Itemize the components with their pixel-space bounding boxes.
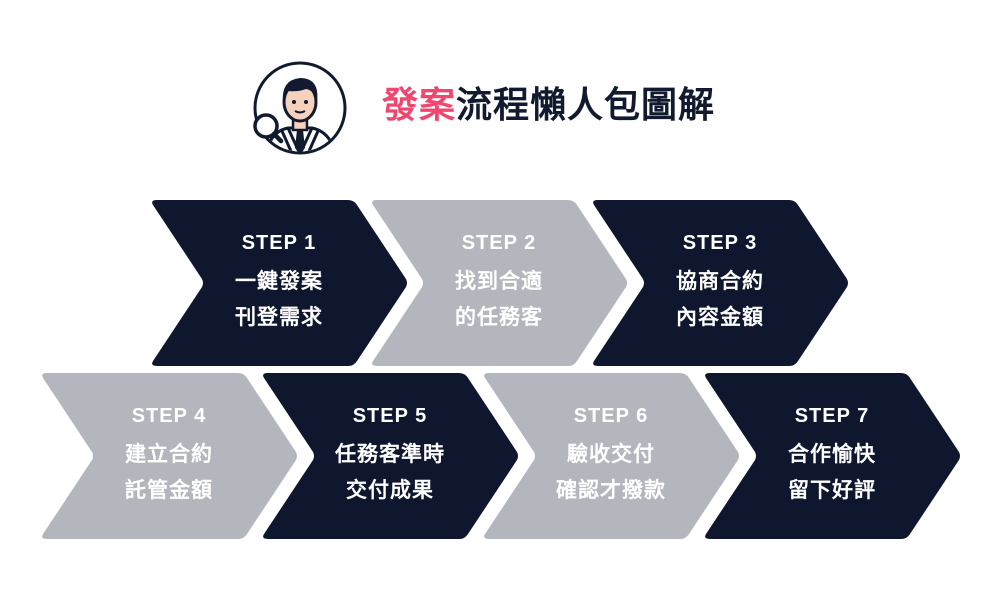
- step-line-1: 建立合約: [125, 441, 213, 466]
- step-2-chevron: STEP 2 找到合適的任務客: [370, 200, 628, 366]
- step-text: STEP 2 找到合適的任務客: [400, 200, 598, 366]
- step-text: STEP 5 任務客準時交付成果: [291, 373, 489, 539]
- step-line-2: 確認才撥款: [556, 477, 666, 502]
- step-number: STEP 5: [352, 404, 428, 427]
- step-line-1: 合作愉快: [788, 441, 876, 466]
- step-line-2: 的任務客: [455, 304, 543, 329]
- step-3-chevron: STEP 3 協商合約內容金額: [591, 200, 849, 366]
- step-number: STEP 3: [682, 231, 758, 254]
- step-line-2: 留下好評: [788, 477, 876, 502]
- step-6-chevron: STEP 6 驗收交付確認才撥款: [482, 373, 740, 539]
- step-line-2: 內容金額: [676, 304, 764, 329]
- step-text: STEP 6 驗收交付確認才撥款: [512, 373, 710, 539]
- step-4-chevron: STEP 4 建立合約託管金額: [40, 373, 298, 539]
- step-number: STEP 2: [461, 231, 537, 254]
- title-accent: 發案: [382, 85, 457, 126]
- step-line-1: 驗收交付: [567, 441, 655, 466]
- step-5-chevron: STEP 5 任務客準時交付成果: [261, 373, 519, 539]
- step-number: STEP 6: [573, 404, 649, 427]
- step-text: STEP 4 建立合約託管金額: [70, 373, 268, 539]
- step-line-1: 一鍵發案: [235, 268, 323, 293]
- title-rest: 流程懶人包圖解: [456, 85, 716, 126]
- header: 發案流程懶人包圖解: [0, 58, 1000, 158]
- avatar-magnifier-icon: [253, 61, 347, 155]
- step-line-1: 協商合約: [676, 268, 764, 293]
- step-line-2: 託管金額: [125, 477, 213, 502]
- step-text: STEP 1 一鍵發案刊登需求: [180, 200, 378, 366]
- step-1-chevron: STEP 1 一鍵發案刊登需求: [150, 200, 408, 366]
- step-text: STEP 7 合作愉快留下好評: [733, 373, 931, 539]
- step-line-2: 刊登需求: [235, 304, 323, 329]
- step-line-2: 交付成果: [346, 477, 434, 502]
- step-line-1: 任務客準時: [335, 441, 445, 466]
- step-text: STEP 3 協商合約內容金額: [621, 200, 819, 366]
- step-line-1: 找到合適: [455, 268, 543, 293]
- step-number: STEP 1: [241, 231, 317, 254]
- step-7-chevron: STEP 7 合作愉快留下好評: [703, 373, 961, 539]
- page-title: 發案流程懶人包圖解: [382, 80, 715, 132]
- step-number: STEP 4: [131, 404, 207, 427]
- step-number: STEP 7: [794, 404, 870, 427]
